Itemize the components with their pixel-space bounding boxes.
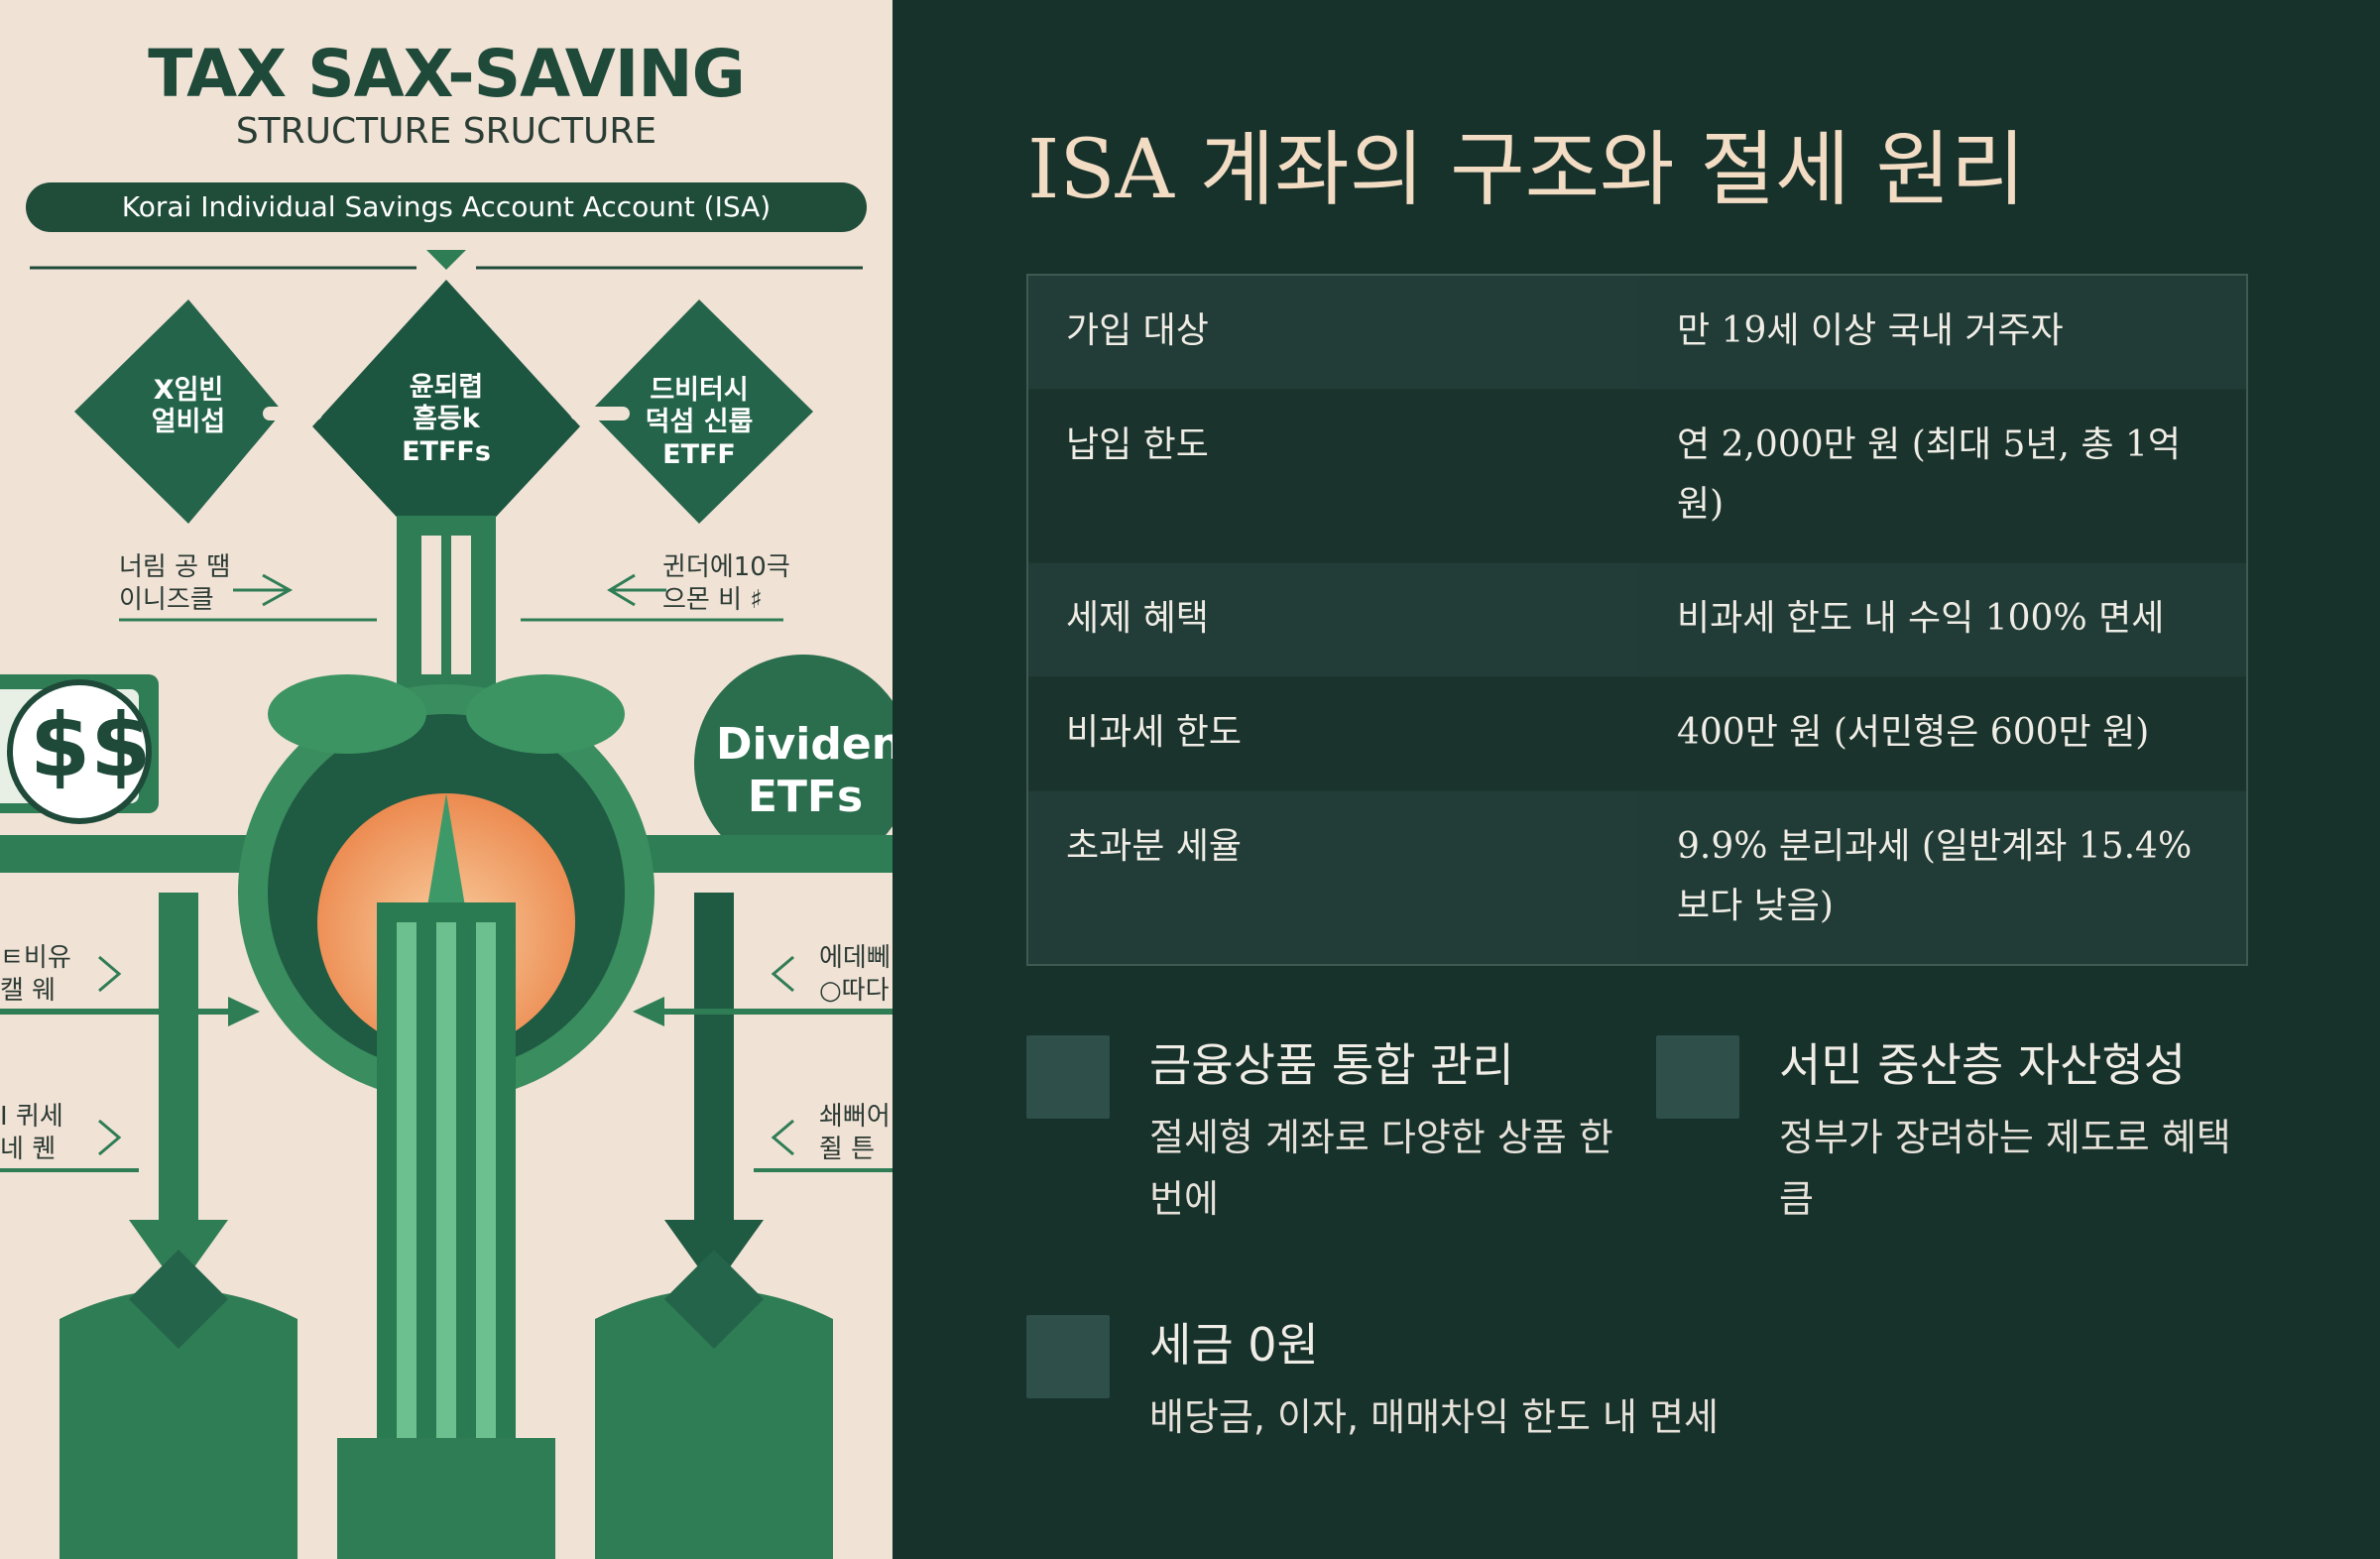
row-value: 비과세 한도 내 수익 100% 면세 xyxy=(1639,562,2247,677)
row-label: 가입 대상 xyxy=(1027,275,1639,390)
table-row: 세제 혜택 비과세 한도 내 수익 100% 면세 xyxy=(1027,562,2247,677)
row-label: 초과분 세율 xyxy=(1027,790,1639,965)
dollar-icon: $$ xyxy=(30,694,152,796)
row-label: 납입 한도 xyxy=(1027,389,1639,563)
row-value: 400만 원 (서민형은 600만 원) xyxy=(1639,676,2247,791)
diamond-right-label: 드비터시 덕섬 신룹 ETFF xyxy=(645,375,754,470)
table-row: 초과분 세율 9.9% 분리과세 (일반계좌 15.4%보다 낮음) xyxy=(1027,790,2247,965)
note-left: 너림 공 땜 이니즈클 xyxy=(119,552,231,615)
row-value: 만 19세 이상 국내 거주자 xyxy=(1639,275,2247,390)
note-left-2: ㅌ비유 캘 웨 xyxy=(0,943,71,1006)
table-row: 납입 한도 연 2,000만 원 (최대 5년, 총 1억 원) xyxy=(1027,389,2247,563)
note-right-3: 쇄뻐어 쥘 튼 xyxy=(819,1102,891,1164)
infographic-graphic xyxy=(0,250,892,1559)
illustration-subtitle: STRUCTURE SRUCTURE xyxy=(235,111,657,152)
feature-desc: 정부가 장려하는 제도로 혜택 큼 xyxy=(1779,1116,2231,1221)
feature-icon-box xyxy=(1026,1035,1110,1119)
table-row: 비과세 한도 400만 원 (서민형은 600만 원) xyxy=(1027,676,2247,791)
note-right: 귄더에10극 으몬 비 ♯ xyxy=(662,552,790,615)
row-value: 연 2,000만 원 (최대 5년, 총 1억 원) xyxy=(1639,389,2247,563)
feature-icon-box xyxy=(1026,1315,1110,1398)
dividend-label: Dividend ETFs xyxy=(716,719,892,822)
content-panel: ISA 계좌의 구조와 절세 원리 가입 대상 만 19세 이상 국내 거주자 … xyxy=(892,0,2380,1559)
feature-title: 서민 중산층 자산형성 xyxy=(1779,1038,2187,1092)
illustration-title: TAX SAX-SAVING xyxy=(148,36,746,112)
diamond-center-label: 윤되렵 흠등k ETFFs xyxy=(402,372,491,467)
feature-title: 금융상품 통합 관리 xyxy=(1149,1038,1514,1092)
feature-desc: 배당금, 이자, 매매차익 한도 내 면세 xyxy=(1149,1395,1719,1439)
infographic-illustration: TAX SAX-SAVING STRUCTURE SRUCTURE Korai … xyxy=(0,0,892,1559)
illustration-banner: Korai Individual Savings Account Account… xyxy=(26,182,867,232)
feature-title: 세금 0원 xyxy=(1149,1318,1319,1372)
page-title: ISA 계좌의 구조와 절세 원리 xyxy=(1027,123,2026,217)
row-label: 비과세 한도 xyxy=(1027,676,1639,791)
table-row: 가입 대상 만 19세 이상 국내 거주자 xyxy=(1027,275,2247,390)
note-right-2: 에데뻬 ○따다 xyxy=(819,943,891,1006)
note-left-3: I 퀴세 네 퀜 xyxy=(0,1102,63,1164)
isa-info-table: 가입 대상 만 19세 이상 국내 거주자 납입 한도 연 2,000만 원 (… xyxy=(1026,274,2248,966)
row-value: 9.9% 분리과세 (일반계좌 15.4%보다 낮음) xyxy=(1639,790,2247,965)
diamond-left-label: Ⅹ임빈 얼비섭 xyxy=(151,375,226,438)
feature-icon-box xyxy=(1656,1035,1739,1119)
feature-desc: 절세형 계좌로 다양한 상품 한번에 xyxy=(1149,1116,1613,1221)
row-label: 세제 혜택 xyxy=(1027,562,1639,677)
